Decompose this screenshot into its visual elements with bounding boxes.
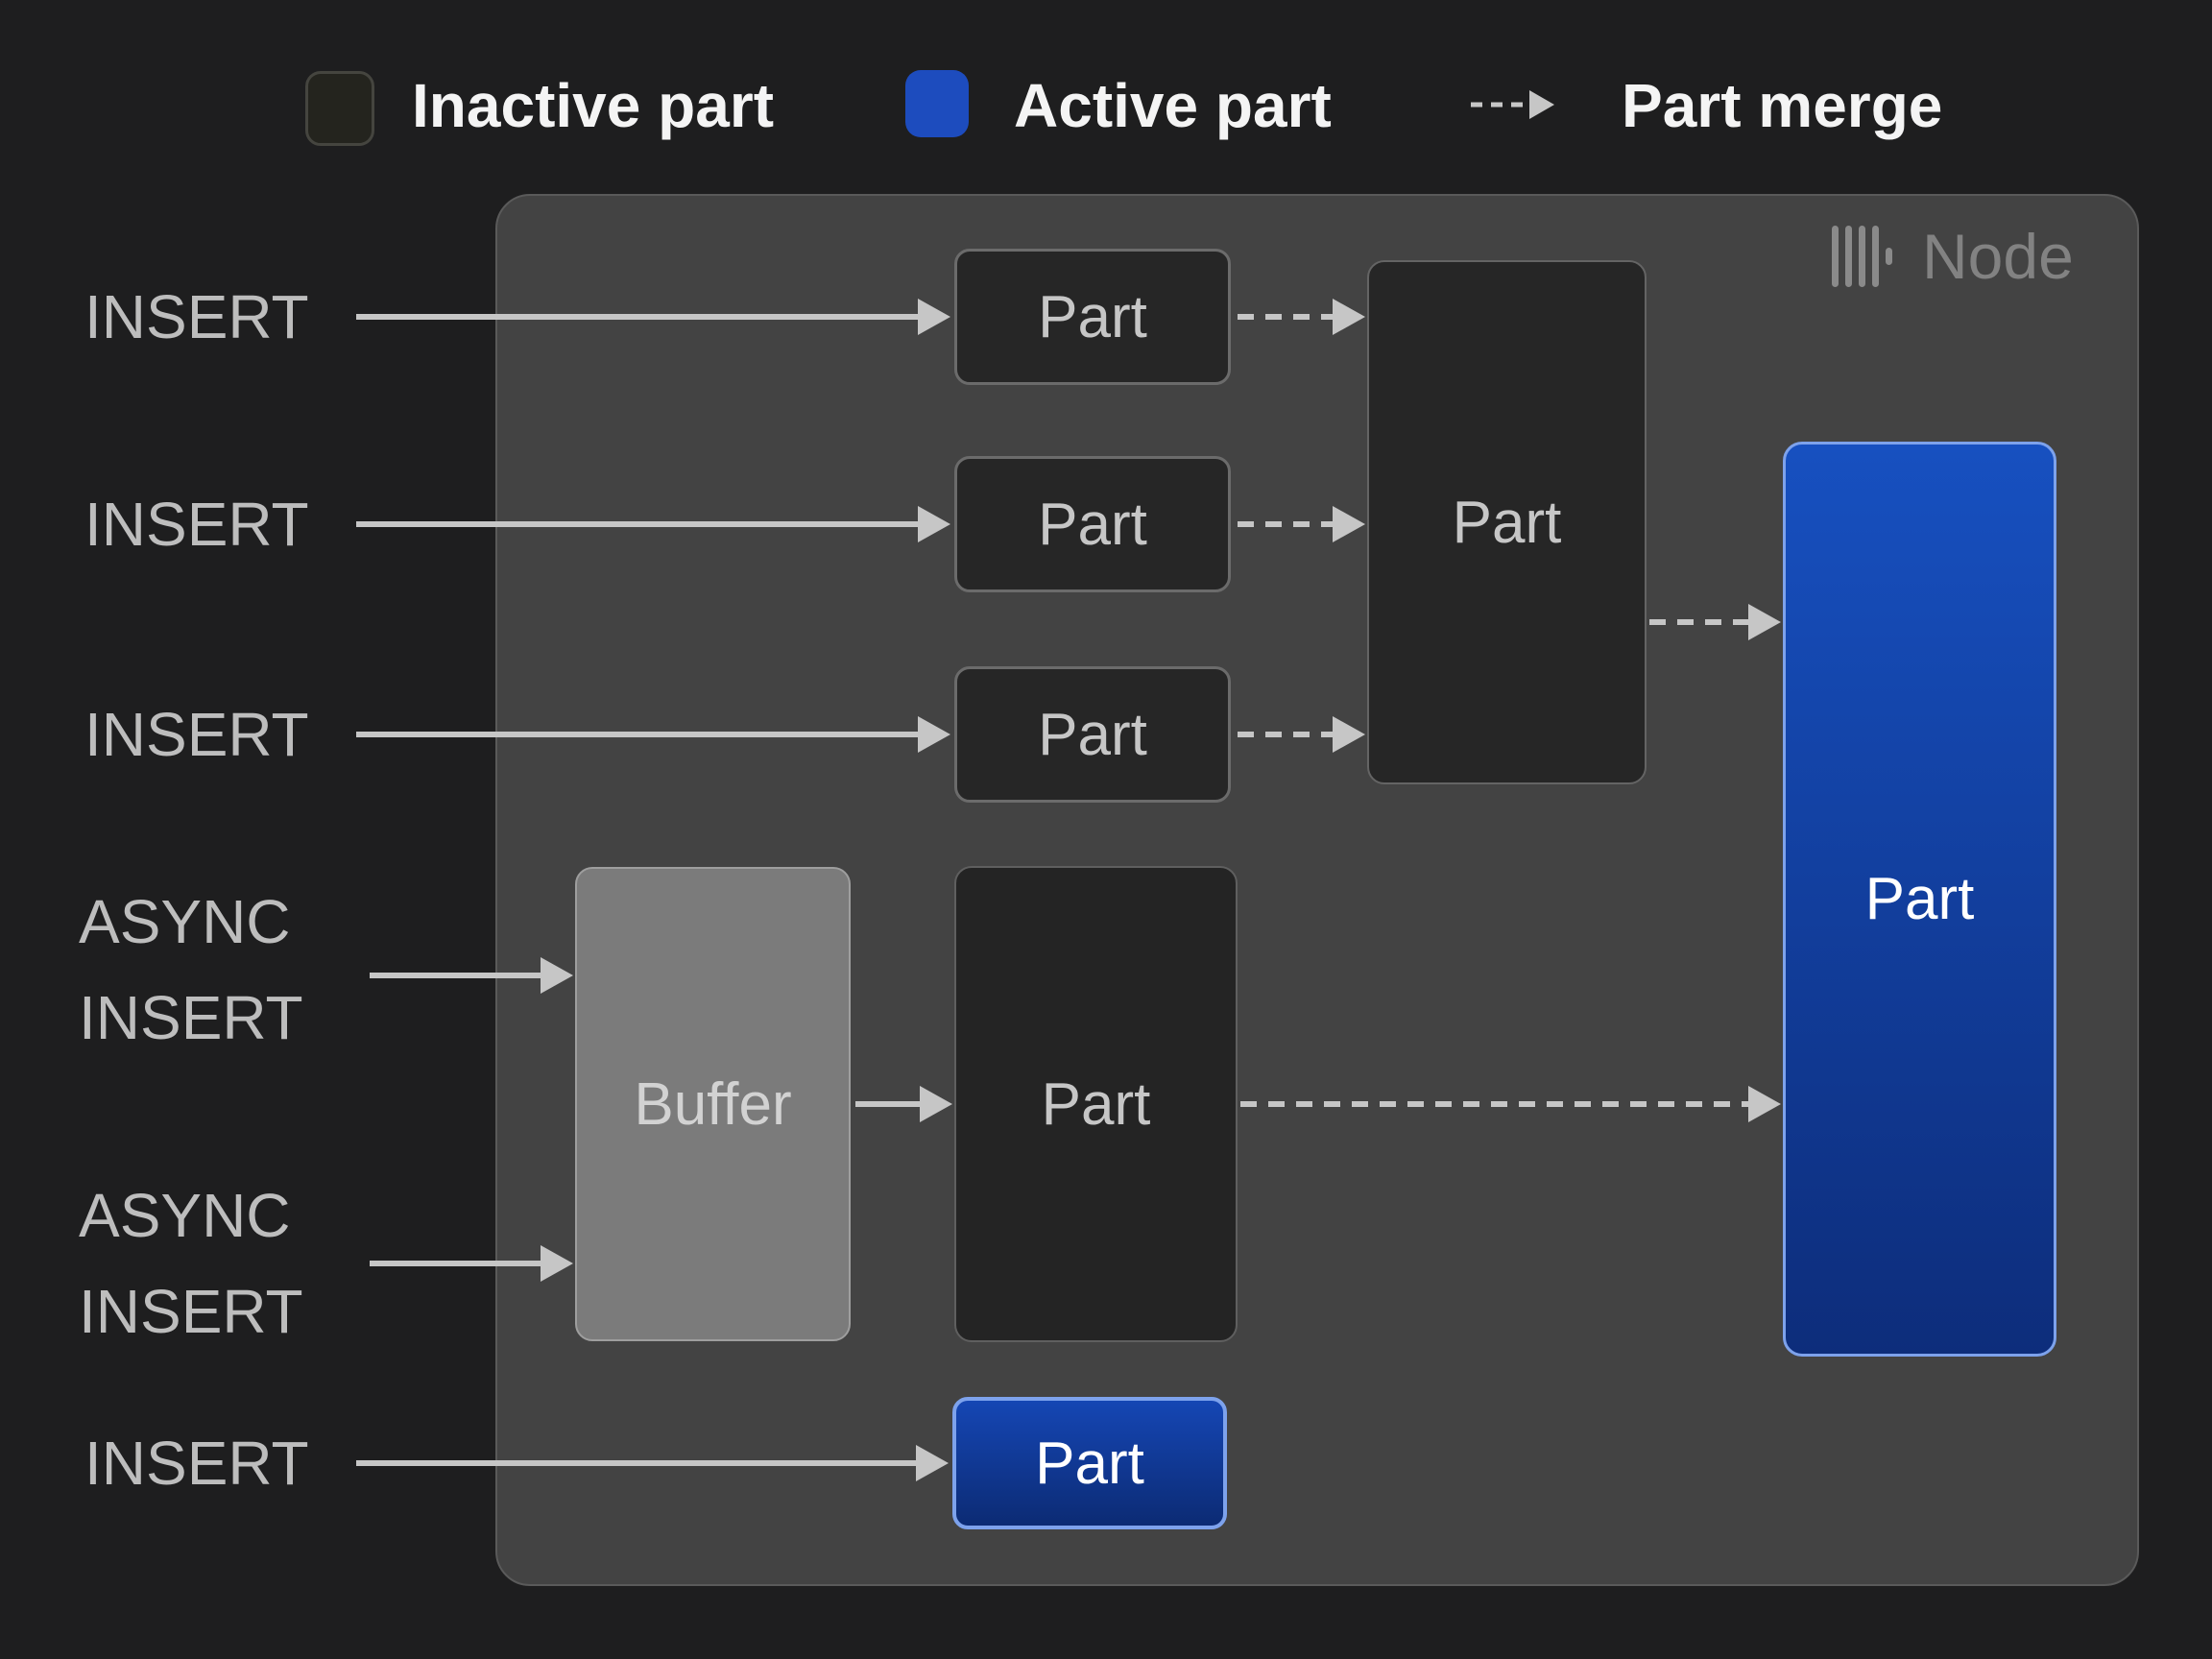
part-box-active-large: Part [1783, 442, 2056, 1357]
async-insert-label-2-line1: ASYNC [79, 1181, 291, 1250]
logo-bar [1859, 226, 1865, 287]
logo-bar [1832, 226, 1839, 287]
part-box-inactive-1-label: Part [1038, 283, 1147, 350]
legend-active-label: Active part [1014, 71, 1332, 140]
part-box-merged: Part [1367, 260, 1647, 784]
insert-label-4: INSERT [84, 1429, 309, 1498]
logo-bar [1845, 226, 1852, 287]
part-box-inactive-2: Part [954, 456, 1231, 592]
node-title: Node [1922, 221, 2074, 292]
insert-label-1: INSERT [84, 282, 309, 351]
part-box-staged-label: Part [1041, 1070, 1151, 1138]
part-box-active-small-label: Part [1035, 1430, 1144, 1497]
part-box-inactive-2-label: Part [1038, 491, 1147, 558]
async-insert-label-1-line2: INSERT [79, 983, 303, 1052]
async-insert-label-1-line1: ASYNC [79, 887, 291, 956]
legend-inactive-label: Inactive part [412, 71, 775, 140]
part-box-active-small: Part [952, 1397, 1227, 1529]
async-insert-label-1: ASYNC INSERT [79, 874, 303, 1066]
buffer-box-label: Buffer [634, 1070, 792, 1138]
insert-label-3: INSERT [84, 700, 309, 769]
clickhouse-logo-icon [1832, 226, 1892, 287]
logo-bar-short [1886, 248, 1892, 265]
inactive-part-swatch-icon [305, 71, 374, 146]
part-box-staged: Part [954, 866, 1238, 1342]
part-box-active-large-label: Part [1864, 866, 1975, 932]
part-box-inactive-1: Part [954, 249, 1231, 385]
async-insert-label-2-line2: INSERT [79, 1277, 303, 1346]
active-part-swatch-icon [905, 70, 969, 137]
part-box-inactive-3: Part [954, 666, 1231, 803]
logo-bar [1872, 226, 1879, 287]
async-insert-label-2: ASYNC INSERT [79, 1167, 303, 1359]
part-box-merged-label: Part [1452, 489, 1562, 556]
legend-merge-label: Part merge [1622, 71, 1943, 140]
insert-label-2: INSERT [84, 490, 309, 559]
buffer-box: Buffer [575, 867, 851, 1341]
part-box-inactive-3-label: Part [1038, 701, 1147, 768]
